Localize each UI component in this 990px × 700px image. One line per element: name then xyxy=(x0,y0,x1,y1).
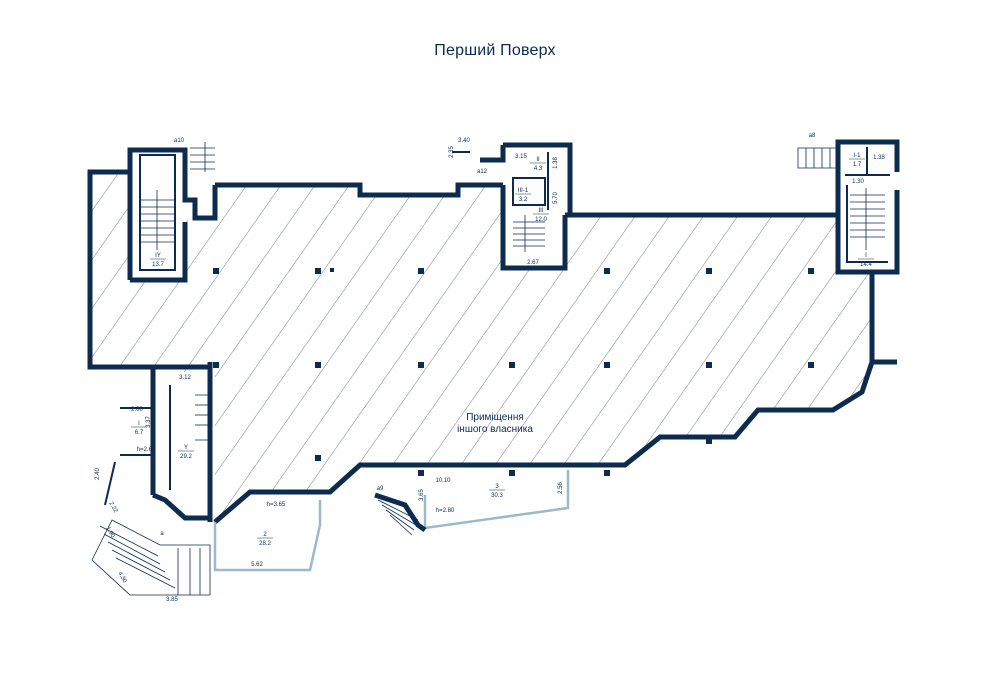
label-a8: а8 xyxy=(809,133,816,139)
room-y-area: 29.2 xyxy=(180,454,192,460)
label-d-570: 5.70 xyxy=(553,192,559,204)
main-hall-area xyxy=(90,172,872,522)
lower-left-rooms xyxy=(91,385,211,596)
label-d-315: 3.15 xyxy=(515,154,527,160)
room-i-area: 14.4 xyxy=(860,262,872,268)
main-hall-label-1: Приміщення xyxy=(466,412,524,423)
label-d-190: 1.90 xyxy=(104,526,115,540)
label-h-365: h=3.65 xyxy=(267,502,286,508)
room-2-area: 28.2 xyxy=(259,541,271,547)
label-d-365: 3.65 xyxy=(419,489,425,501)
label-d-430: 4.30 xyxy=(116,571,127,585)
label-d-562: 5.62 xyxy=(251,562,263,568)
room-3-num: 3 xyxy=(495,484,499,490)
label-d-138a: 1.38 xyxy=(553,157,559,169)
room-iy-num: IY xyxy=(155,253,161,259)
stair-core-right xyxy=(797,139,900,275)
label-h-260: h=2.60 xyxy=(137,447,156,453)
room-iy-area: 13.7 xyxy=(152,262,164,268)
dimension-labels: а10 3.40 2.35 3.15 1.38 а12 5.70 2.67 а8… xyxy=(95,133,885,603)
room-iii1-num: III-1 xyxy=(518,188,529,194)
label-d-312: 3.12 xyxy=(179,375,191,381)
room-labels: IY 13.7 II 4.3 III-1 3.2 III 12.0 I-1 1.… xyxy=(131,153,874,547)
room-3-area: 30.3 xyxy=(491,493,503,499)
label-d-337: 3.37 xyxy=(146,416,152,428)
room-iii-num: III xyxy=(538,208,543,214)
columns xyxy=(213,268,814,476)
main-hall-label-2: іншого власника xyxy=(457,424,533,435)
outer-walls xyxy=(87,169,897,524)
stair-core-left xyxy=(127,142,218,283)
glazed-extensions xyxy=(213,470,570,572)
page-title: Перший Поверх xyxy=(434,42,556,59)
label-d-222: 2.22 xyxy=(107,501,118,515)
label-d-240: 2.40 xyxy=(95,468,101,480)
room-iii1-area: 3.2 xyxy=(519,197,528,203)
label-d-385: 3.85 xyxy=(166,597,178,603)
label-d-1010: 10.10 xyxy=(435,478,451,484)
label-a12: а12 xyxy=(477,169,488,175)
room-i-small-num: I xyxy=(138,421,140,427)
label-a9: а9 xyxy=(377,486,384,492)
room-ii-num: II xyxy=(536,157,540,163)
label-d-130: 1.30 xyxy=(852,179,864,185)
label-d-235: 2.35 xyxy=(449,146,455,158)
label-d-200: 2.00 xyxy=(131,407,143,413)
stair-core-middle xyxy=(452,142,573,271)
label-h-280: h=2.80 xyxy=(436,508,455,514)
label-d-340: 3.40 xyxy=(458,138,470,144)
room-i-num: I xyxy=(865,253,867,259)
label-a10: а10 xyxy=(174,138,185,144)
label-d-256: 2.56 xyxy=(558,482,564,494)
room-i1-area: 1.7 xyxy=(853,162,862,168)
label-d-267: 2.67 xyxy=(527,260,539,266)
label-a: а xyxy=(160,531,164,537)
room-2-num: 2 xyxy=(263,532,267,538)
room-y-num: Y xyxy=(184,445,188,451)
room-ii-area: 4.3 xyxy=(534,166,543,172)
room-i1-num: I-1 xyxy=(853,153,861,159)
room-iii-area: 12.0 xyxy=(535,217,547,223)
label-d-138b: 1.38 xyxy=(873,155,885,161)
room-i-small-area: 6.7 xyxy=(135,430,144,436)
